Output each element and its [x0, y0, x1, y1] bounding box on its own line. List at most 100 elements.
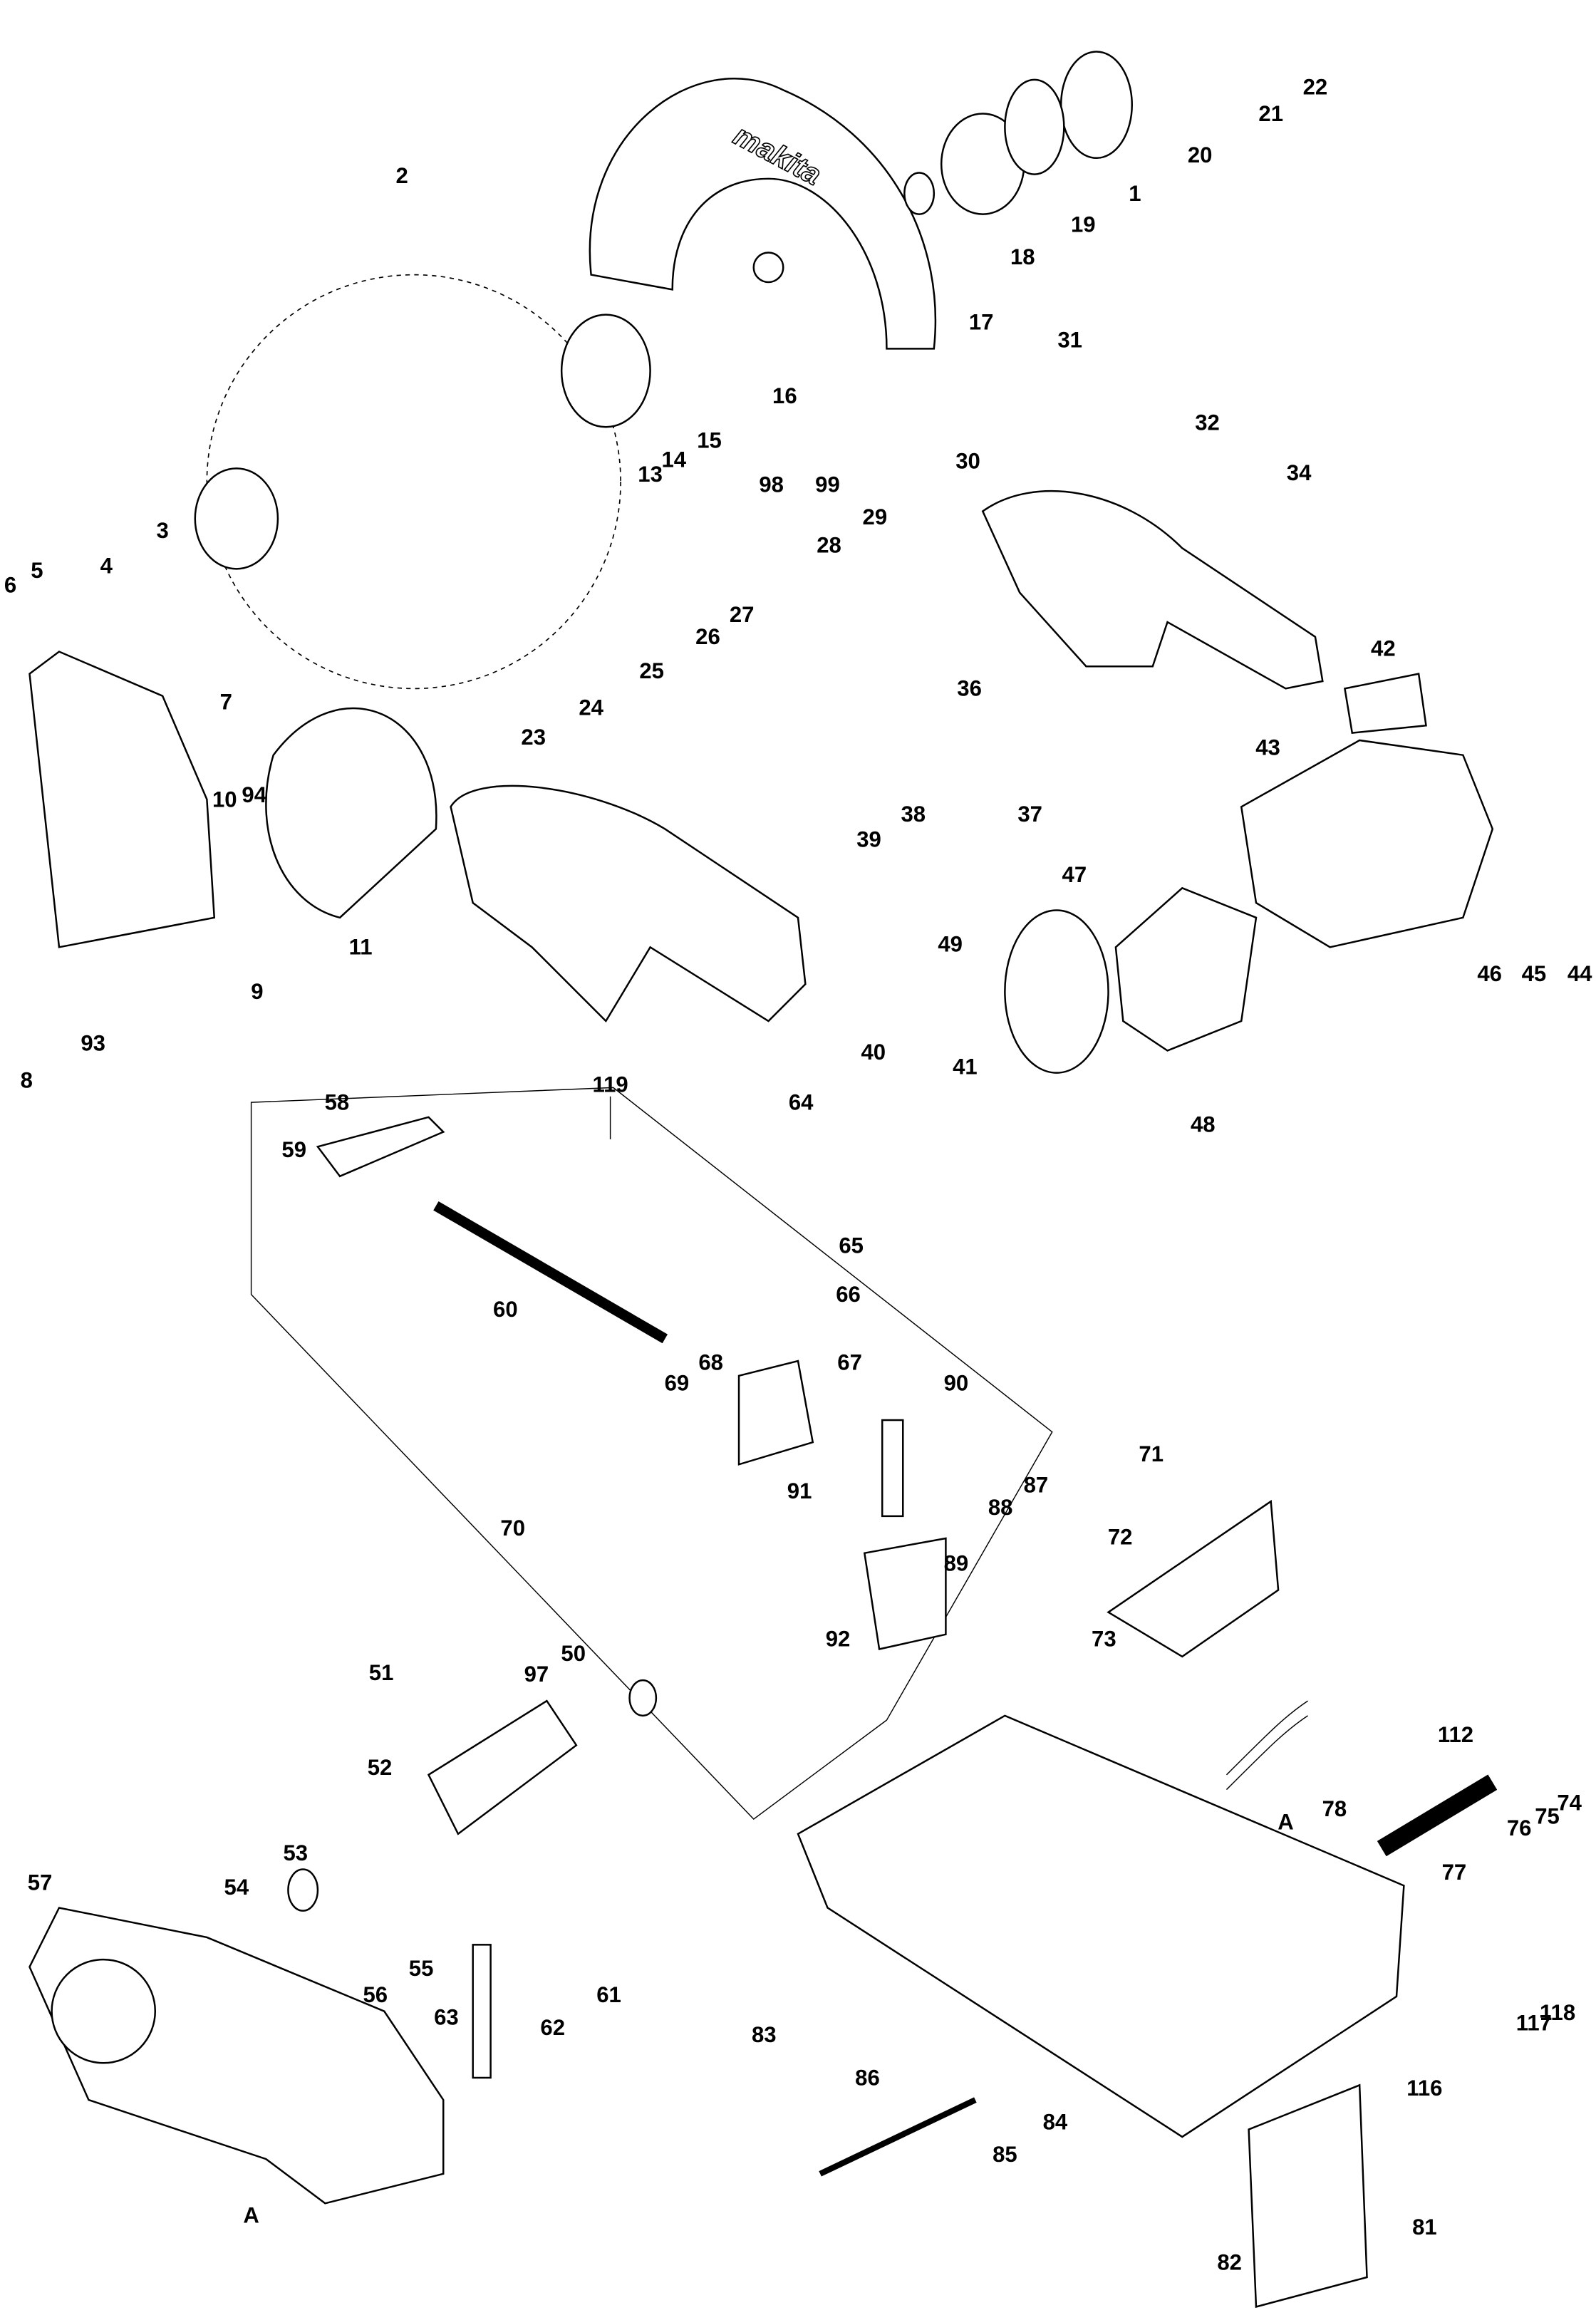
part-label-7: 7 [220, 689, 232, 714]
bearing-18 [903, 172, 936, 215]
part-label-55: 55 [409, 1956, 434, 1981]
part-label-66: 66 [836, 1282, 861, 1307]
part-label-14: 14 [661, 447, 686, 472]
part-label-97: 97 [524, 1662, 549, 1687]
part-label-26: 26 [695, 624, 720, 649]
vise-shaft [433, 1201, 668, 1344]
part-label-68: 68 [698, 1350, 723, 1375]
guard-boss [752, 252, 784, 284]
part-label-38: 38 [901, 802, 926, 827]
part-label-116: 116 [1406, 2076, 1442, 2101]
part-label-23: 23 [521, 725, 546, 750]
part-label-84: 84 [1043, 2110, 1068, 2135]
part-label-3: 3 [156, 518, 168, 543]
guide-plate-73 [1107, 1499, 1280, 1658]
part-label-9: 9 [251, 979, 263, 1004]
safety-guard [265, 707, 437, 919]
part-label-98: 98 [759, 472, 784, 497]
part-label-15: 15 [697, 428, 722, 452]
part-label-39: 39 [856, 827, 881, 851]
part-label-19: 19 [1071, 212, 1096, 237]
part-label-40: 40 [861, 1040, 886, 1065]
outer-flange [194, 467, 279, 570]
part-label-64: 64 [789, 1089, 814, 1114]
part-label-48: 48 [1191, 1112, 1216, 1137]
part-label-53: 53 [284, 1840, 309, 1865]
part-label-61: 61 [596, 1982, 621, 2007]
base [797, 1714, 1405, 2138]
part-label-78: 78 [1322, 1796, 1347, 1821]
part-label-34: 34 [1287, 460, 1312, 485]
bearing-54 [287, 1868, 319, 1912]
cover-81 [1248, 2083, 1368, 2309]
part-label-89: 89 [944, 1551, 969, 1576]
wheel-20 [1059, 51, 1133, 160]
part-label-118: 118 [1540, 2000, 1575, 2025]
label-42 [1343, 673, 1427, 734]
part-label-43: 43 [1255, 735, 1280, 760]
safety-cover [28, 651, 216, 948]
connector-label-a-1: A [1278, 1810, 1293, 1835]
part-label-8: 8 [21, 1067, 33, 1092]
part-label-59: 59 [281, 1137, 306, 1162]
part-label-42: 42 [1371, 636, 1396, 661]
part-label-49: 49 [938, 932, 963, 957]
part-label-20: 20 [1188, 143, 1213, 167]
part-label-71: 71 [1139, 1441, 1164, 1466]
part-label-46: 46 [1477, 961, 1502, 986]
part-label-30: 30 [955, 448, 980, 473]
saw-blade [206, 274, 621, 690]
part-label-37: 37 [1017, 802, 1042, 827]
part-label-56: 56 [363, 1982, 388, 2007]
part-label-91: 91 [787, 1479, 812, 1503]
part-label-32: 32 [1195, 410, 1220, 435]
part-label-86: 86 [855, 2065, 880, 2090]
part-label-36: 36 [957, 676, 982, 701]
part-label-73: 73 [1092, 1626, 1116, 1651]
part-label-92: 92 [826, 1626, 851, 1651]
disc-1 [1004, 78, 1065, 175]
pin-89 [881, 1419, 904, 1518]
part-label-16: 16 [772, 383, 797, 408]
part-label-51: 51 [369, 1660, 394, 1685]
part-label-87: 87 [1024, 1473, 1049, 1498]
part-label-45: 45 [1522, 961, 1547, 986]
part-label-58: 58 [325, 1089, 350, 1114]
part-label-117: 117 [1516, 2011, 1552, 2036]
part-label-50: 50 [561, 1641, 586, 1666]
bearing-50 [628, 1679, 658, 1717]
part-label-70: 70 [500, 1516, 525, 1540]
blade-guard [589, 78, 937, 350]
part-label-29: 29 [863, 504, 888, 529]
part-label-1: 1 [1129, 181, 1141, 206]
part-label-74: 74 [1557, 1791, 1582, 1816]
part-label-52: 52 [368, 1755, 393, 1780]
part-label-94: 94 [242, 782, 266, 807]
gear-housing-bore [51, 1958, 157, 2064]
part-label-2: 2 [395, 163, 408, 188]
inner-flange [560, 314, 651, 428]
part-label-67: 67 [837, 1350, 862, 1375]
field-stator [1114, 886, 1258, 1052]
plate-62 [472, 1944, 492, 2079]
part-label-75: 75 [1535, 1803, 1560, 1828]
part-label-62: 62 [540, 2015, 565, 2040]
part-label-47: 47 [1062, 862, 1087, 887]
plate-92 [863, 1537, 947, 1651]
part-label-76: 76 [1507, 1816, 1532, 1840]
part-label-112: 112 [1438, 1722, 1473, 1747]
part-label-54: 54 [224, 1875, 249, 1900]
part-label-63: 63 [434, 2004, 459, 2029]
part-label-17: 17 [969, 309, 994, 334]
shaft-77 [1377, 1774, 1498, 1857]
part-label-60: 60 [493, 1297, 518, 1322]
part-label-24: 24 [579, 695, 603, 720]
part-label-65: 65 [839, 1233, 864, 1258]
handle-upper [981, 490, 1324, 690]
spring-78 [1226, 1700, 1308, 1791]
vise-holder [737, 1360, 814, 1466]
part-label-119: 119 [592, 1072, 628, 1097]
armature [427, 1699, 578, 1835]
